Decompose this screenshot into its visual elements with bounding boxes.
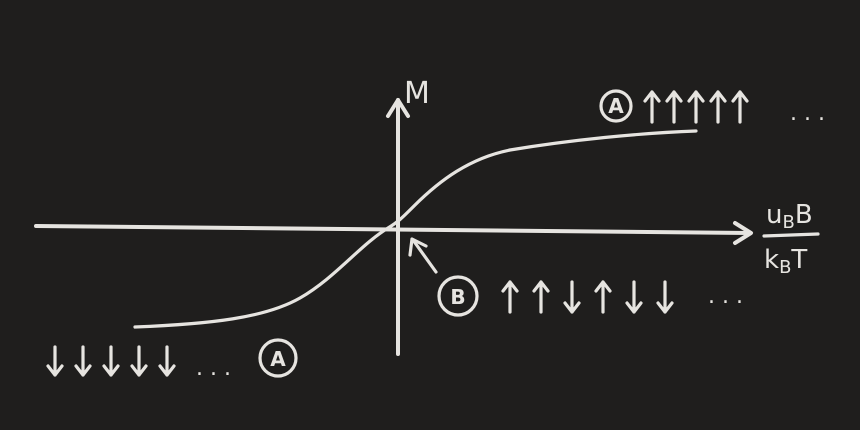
annotation-top-right: A . . . (599, 89, 825, 126)
x-axis-arrowhead (733, 221, 753, 245)
spin-down-arrow (563, 280, 581, 314)
spin-down-arrow (625, 280, 643, 314)
y-axis-arrowhead (386, 98, 410, 118)
marker-letter: A (270, 347, 286, 371)
x-label-denominator: kBT (764, 245, 807, 278)
marker-letter: A (608, 94, 624, 118)
spin-up-arrow (501, 280, 519, 314)
spin-up-arrow (594, 280, 612, 314)
spin-down-arrow (102, 345, 120, 377)
ellipsis: . . . (790, 101, 825, 126)
spin-row (46, 345, 176, 377)
marker-circle (258, 338, 298, 378)
x-label-fraction-bar (762, 232, 820, 238)
marker-circle (437, 275, 479, 317)
spin-row (643, 90, 749, 124)
ellipsis: . . . (196, 356, 231, 381)
marker-circle (599, 89, 633, 123)
spin-up-arrow (643, 90, 661, 124)
pointer-arrowhead (408, 237, 428, 257)
spin-up-arrow (731, 90, 749, 124)
annotation-middle: B . . . (437, 275, 743, 317)
x-axis-label: uBB kBT (762, 200, 820, 278)
spin-down-arrow (158, 345, 176, 377)
annotation-bottom-left: . . . A (46, 338, 298, 381)
marker-letter: B (450, 285, 465, 309)
spin-up-arrow (532, 280, 550, 314)
spin-up-arrow (709, 90, 727, 124)
magnetization-curve (133, 129, 698, 329)
y-axis-label: M (404, 76, 430, 111)
spin-down-arrow (46, 345, 64, 377)
x-axis (34, 224, 752, 235)
spin-up-arrow (665, 90, 683, 124)
spin-down-arrow (130, 345, 148, 377)
spin-down-arrow (74, 345, 92, 377)
pointer-arrow-to-origin (411, 238, 438, 274)
x-label-numerator: uBB (766, 200, 813, 233)
spin-row (501, 280, 674, 314)
spin-down-arrow (656, 280, 674, 314)
spin-up-arrow (687, 90, 705, 124)
ellipsis: . . . (708, 284, 743, 309)
